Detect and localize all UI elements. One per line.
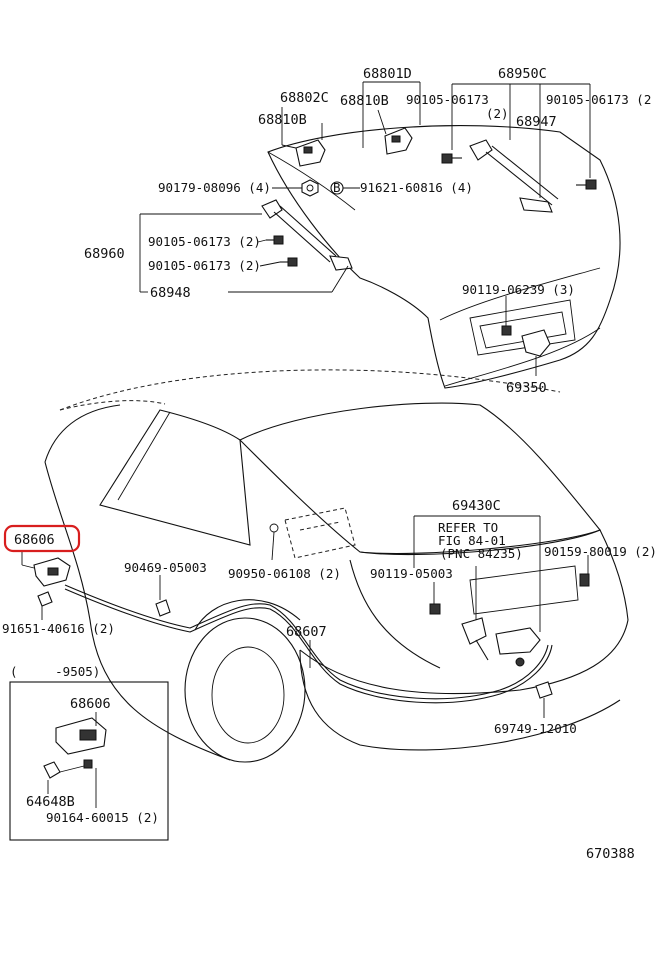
label-69350: 69350 xyxy=(506,380,547,396)
label-90119-05003: 90119-05003 xyxy=(370,566,453,581)
label-69430C: 69430C xyxy=(452,498,501,514)
hinge-right xyxy=(384,127,413,155)
clip-90469 xyxy=(155,599,171,617)
trunk-lid-drawing xyxy=(267,125,621,389)
label-68948: 68948 xyxy=(150,285,191,301)
label-90159-80019: 90159-80019 (2) xyxy=(544,544,656,559)
inset-box xyxy=(9,681,169,841)
label-68950C: 68950C xyxy=(498,66,547,82)
label-68802C: 68802C xyxy=(280,90,329,106)
label-inset-range: ( -9505) xyxy=(10,664,100,679)
bolt-90105-mid2 xyxy=(280,257,298,267)
label-68810B-left: 68810B xyxy=(258,112,307,128)
release-cable xyxy=(64,584,553,704)
trunk-lid-latch xyxy=(501,325,551,357)
label-qty-2-top: (2) xyxy=(486,106,509,121)
label-90105-top-left: 90105-06173 xyxy=(406,92,489,107)
refer-line-2: FIG 84-01 xyxy=(438,533,506,548)
bolt-90105-right xyxy=(576,179,597,190)
bolt-90105-mid1 xyxy=(266,235,284,245)
gas-strut-right xyxy=(469,139,559,213)
label-90179-08096: 90179-08096 (4) xyxy=(158,180,271,195)
label-inset-68606: 68606 xyxy=(70,696,111,712)
label-90469-05003: 90469-05003 xyxy=(124,560,207,575)
text-labels: 68801D 68950C 68802C 68810B 90105-06173 … xyxy=(2,66,656,862)
label-90119-06239: 90119-06239 (3) xyxy=(462,282,575,297)
hinge-left xyxy=(295,139,326,167)
label-91651-40616: 91651-40616 (2) xyxy=(2,621,115,636)
svg-text:B: B xyxy=(333,180,341,195)
label-90950-06108: 90950-06108 (2) xyxy=(228,566,341,581)
bolt-90105-left xyxy=(441,153,462,164)
label-68960: 68960 xyxy=(84,246,125,262)
refer-line-3: (PNC 84235) xyxy=(440,546,523,561)
label-90164-60015: 90164-60015 (2) xyxy=(46,810,159,825)
diagram-number: 670388 xyxy=(586,846,635,862)
trunk-latch-assembly xyxy=(429,573,590,667)
label-68606-main: 68606 xyxy=(14,532,55,548)
car-body-drawing xyxy=(44,369,629,763)
label-68810B-right: 68810B xyxy=(340,93,389,109)
label-68947: 68947 xyxy=(516,114,557,130)
highlight-68606 xyxy=(3,524,81,553)
opener-lever xyxy=(33,557,71,607)
leader-lines xyxy=(21,81,591,718)
gas-strut-left xyxy=(261,199,353,271)
lock-cylinder xyxy=(535,681,553,699)
label-68607: 68607 xyxy=(286,624,327,640)
refer-line-1: REFER TO xyxy=(438,520,498,535)
bolt-91621: B xyxy=(330,180,344,195)
label-91621-60816: 91621-60816 (4) xyxy=(360,180,473,195)
label-90105-top-right: 90105-06173 (2 xyxy=(546,92,651,107)
label-64648B: 64648B xyxy=(26,794,75,810)
label-90105-mid1: 90105-06173 (2) xyxy=(148,234,261,249)
label-68801D: 68801D xyxy=(363,66,412,82)
label-69749-12010: 69749-12010 xyxy=(494,721,577,736)
label-90105-mid2: 90105-06173 (2) xyxy=(148,258,261,273)
nut-90179 xyxy=(301,179,319,197)
